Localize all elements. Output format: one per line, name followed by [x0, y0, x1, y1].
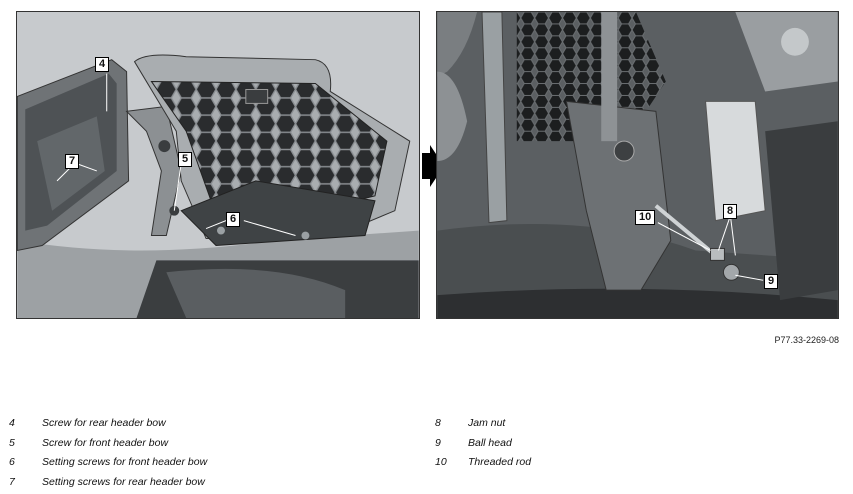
legend-item: 6 Setting screws for front header bow — [9, 453, 207, 473]
callout-10: 10 — [635, 210, 656, 225]
legend-item: 8 Jam nut — [435, 414, 531, 434]
legend-label: Screw for rear header bow — [42, 417, 166, 429]
legend-item: 4 Screw for rear header bow — [9, 414, 207, 434]
legend-number: 7 — [9, 475, 15, 488]
legend-label: Jam nut — [468, 417, 506, 429]
legend-number: 8 — [435, 417, 441, 429]
callout-4: 4 — [95, 57, 110, 72]
callout-8: 8 — [723, 204, 738, 219]
legend-number: 6 — [9, 456, 15, 468]
legend-label: Screw for front header bow — [42, 436, 169, 449]
legend-item: 10 Threaded rod — [435, 453, 531, 473]
arrow-right-icon — [422, 145, 444, 187]
legend-label: Setting screws for rear header bow — [42, 475, 205, 488]
photo-right-illustration — [437, 12, 838, 318]
callout-7: 7 — [65, 154, 80, 169]
callout-5: 5 — [178, 152, 193, 167]
legend-label: Ball head — [468, 436, 512, 449]
legend-label: Threaded rod — [468, 456, 532, 468]
legend-item: 9 Ball head — [435, 434, 531, 454]
legend-item: 7 Setting screws for rear header bow — [9, 473, 207, 493]
legend-item: 5 Screw for front header bow — [9, 434, 207, 454]
figure-reference: P77.33-2269-08 — [774, 335, 839, 345]
legend-number: 4 — [9, 417, 15, 429]
legend-number: 9 — [435, 436, 441, 449]
photo-threaded-rod-adjustment: 10 8 9 — [436, 11, 839, 319]
legend-left: 4 Screw for rear header bow 5 Screw for fr… — [9, 414, 207, 492]
photo-header-bow-screws: 4 7 5 6 — [16, 11, 420, 319]
legend-right: 8 Jam nut 9 Ball head 10 Threaded rod — [435, 414, 531, 473]
legend-number: 5 — [9, 436, 15, 449]
legend-label: Setting screws for front header bow — [42, 456, 208, 468]
legend-number: 10 — [435, 456, 447, 468]
callout-6: 6 — [226, 212, 241, 227]
callout-9: 9 — [764, 274, 779, 289]
photo-left-illustration — [17, 12, 419, 318]
